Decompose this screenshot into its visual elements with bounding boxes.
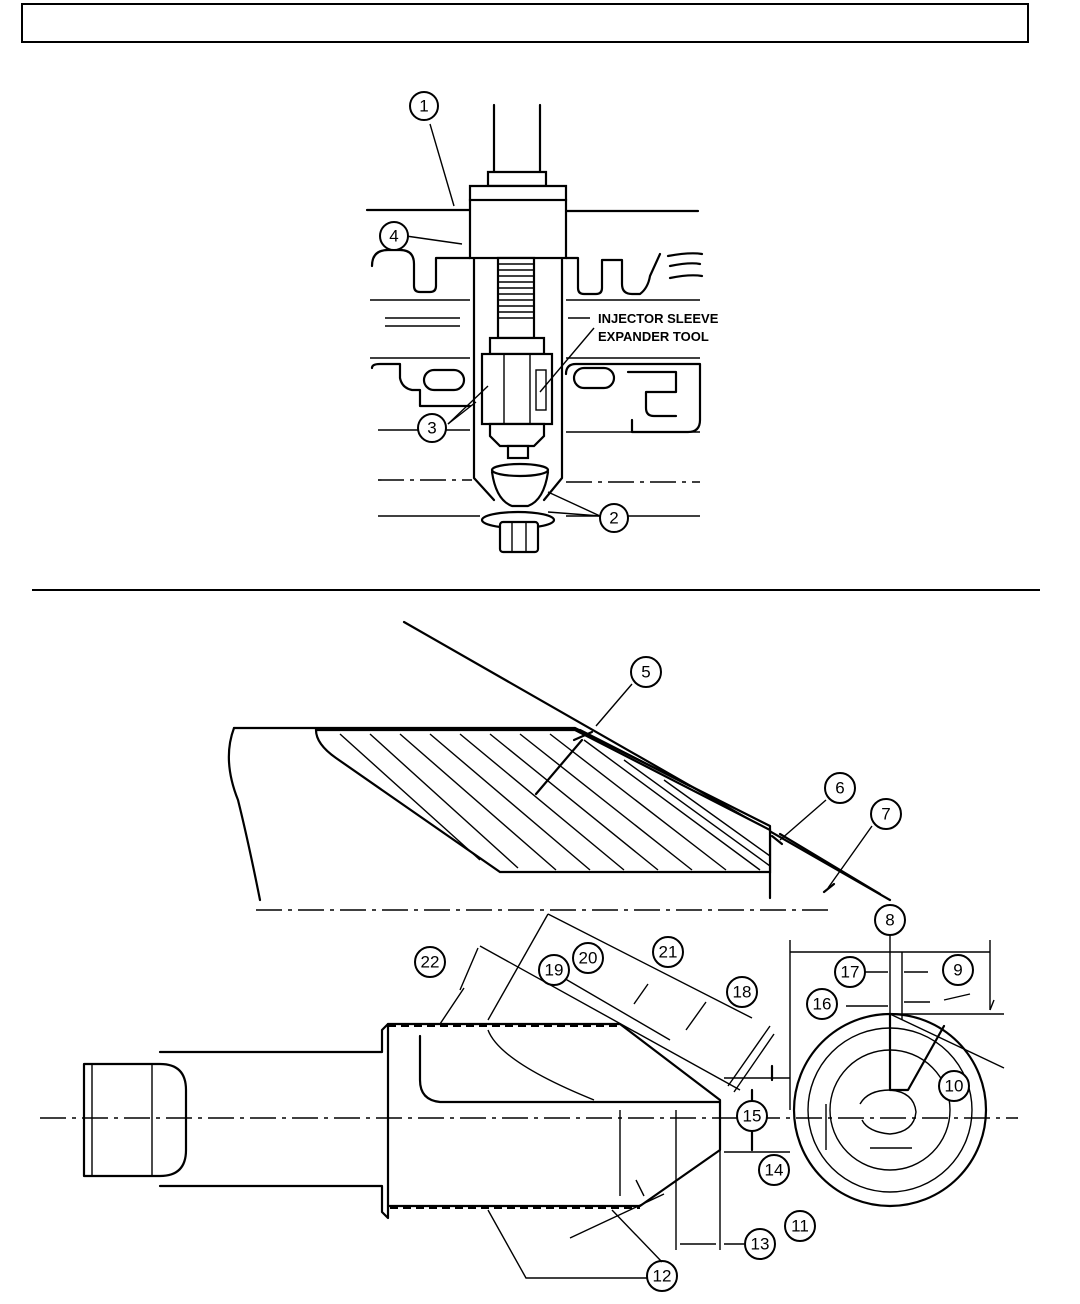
callout-17: 17 [834, 956, 866, 988]
svg-text:4: 4 [389, 227, 398, 246]
svg-text:13: 13 [751, 1235, 770, 1254]
callout-4: 4 [379, 221, 409, 251]
callout-19: 19 [538, 954, 570, 986]
svg-text:19: 19 [545, 961, 564, 980]
callout-21: 21 [652, 936, 684, 968]
tool-label-line1: INJECTOR SLEEVE [598, 311, 719, 326]
callout-3: 3 [417, 413, 447, 443]
callout-18: 18 [726, 976, 758, 1008]
callout-12: 12 [646, 1260, 678, 1292]
svg-text:18: 18 [733, 983, 752, 1002]
bottom-figure-stone [40, 913, 1018, 1250]
callout-22: 22 [414, 946, 446, 978]
title-box [21, 3, 1029, 43]
svg-text:17: 17 [841, 963, 860, 982]
callout-6: 6 [824, 772, 856, 804]
svg-text:12: 12 [653, 1267, 672, 1286]
svg-text:9: 9 [953, 961, 962, 980]
svg-text:3: 3 [427, 419, 436, 438]
callout-10: 10 [938, 1070, 970, 1102]
callout-2: 2 [599, 503, 629, 533]
svg-text:10: 10 [945, 1077, 964, 1096]
svg-text:21: 21 [659, 943, 678, 962]
section-hatching [339, 733, 771, 871]
middle-figure-seat-section [227, 620, 892, 911]
svg-text:7: 7 [881, 805, 890, 824]
callout-13: 13 [744, 1228, 776, 1260]
svg-text:16: 16 [813, 995, 832, 1014]
bottom-figure-callouts: 22 19 20 21 18 15 14 11 13 12 8 17 9 16 … [414, 904, 974, 1292]
callout-16: 16 [806, 988, 838, 1020]
svg-text:15: 15 [743, 1107, 762, 1126]
callout-8: 8 [874, 904, 906, 936]
top-figure-cylinder-head [365, 103, 704, 554]
callout-7: 7 [870, 798, 902, 830]
tool-label-line2: EXPANDER TOOL [598, 329, 709, 344]
callout-9: 9 [942, 954, 974, 986]
svg-text:6: 6 [835, 779, 844, 798]
middle-figure-callouts: 5 6 7 [595, 656, 902, 889]
svg-text:20: 20 [579, 949, 598, 968]
callout-5: 5 [630, 656, 662, 688]
callout-20: 20 [572, 942, 604, 974]
callout-14: 14 [758, 1154, 790, 1186]
callout-1: 1 [409, 91, 439, 121]
svg-text:5: 5 [641, 663, 650, 682]
callout-11: 11 [784, 1210, 816, 1242]
svg-text:8: 8 [885, 911, 894, 930]
svg-text:1: 1 [419, 97, 428, 116]
svg-text:2: 2 [609, 509, 618, 528]
top-figure-callouts: 1 4 3 2 [379, 91, 629, 533]
svg-text:11: 11 [791, 1217, 809, 1236]
svg-text:22: 22 [421, 953, 440, 972]
callout-15: 15 [736, 1100, 768, 1132]
svg-text:14: 14 [765, 1161, 784, 1180]
